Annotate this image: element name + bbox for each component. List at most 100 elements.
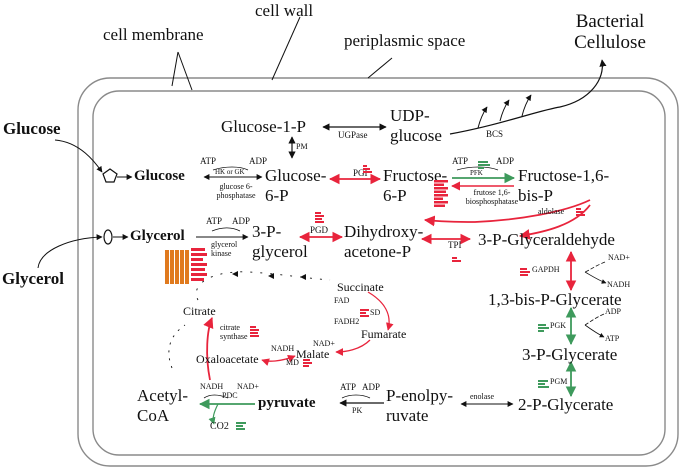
metabolite-dhap: Dihydroxy-acetone-P [344, 222, 424, 261]
enzyme-g6pase: glucose 6-phosphatase [216, 182, 256, 201]
enzyme-pdc: PDC [222, 391, 238, 400]
metabolite-2pg: 2-P-Glycerate [518, 395, 614, 414]
enzyme-citrate-synthase: citrate synthase [220, 323, 248, 342]
enzyme-ugpase: UGPase [338, 130, 368, 140]
metabolite-fructose-6p: Fructose-6-P [383, 166, 448, 205]
enzyme-pgd: PGD [310, 225, 329, 235]
glycerol-channel-icon [103, 229, 113, 245]
cofactor-nad: NAD+ [237, 382, 259, 391]
expression-bar-sd [360, 305, 369, 323]
expression-bar-aldolase [576, 204, 585, 222]
expression-bar-gapdh [520, 264, 530, 282]
metabolite-oxaloacetate: Oxaloacetate [196, 352, 259, 366]
metabolite-glucose-1p: Glucose-1-P [221, 117, 306, 136]
cofactor-adp: ADP [232, 216, 251, 226]
metabolite-glucose-6p: Glucose-6-P [265, 166, 327, 205]
cofactor-nad: NAD+ [608, 253, 630, 262]
tca-upper-arc [195, 271, 331, 301]
cell-wall-outline [77, 77, 679, 467]
cofactor-atp: ATP [200, 156, 217, 166]
enzyme-enolase: enolase [470, 392, 494, 401]
metabolite-udp-glucose: UDP-glucose [390, 106, 442, 145]
bacterial-cellulose-label: Bacterial Cellulose [574, 11, 646, 53]
membrane-pointer [171, 51, 179, 87]
metabolite-glycerol-3p: 3-P-glycerol [252, 222, 308, 261]
enzyme-pfk: PFK [470, 169, 483, 177]
enzyme-pk: PK [352, 406, 363, 415]
metabolite-fructose-16bp: Fructose-1,6-bis-P [518, 166, 610, 205]
metabolite-13bpg: 1,3-bis-P-Glycerate [488, 290, 622, 309]
enzyme-aldolase: aldolase [538, 207, 565, 216]
fumarase-arrow [335, 339, 371, 356]
cofactor-atp: ATP [452, 156, 469, 166]
enzyme-gapdh: GAPDH [532, 265, 560, 274]
expression-bar-citrate-synthase [250, 325, 259, 343]
cofactor-fad: FAD [334, 296, 350, 305]
cofactor-atp: ATP [206, 216, 223, 226]
metabolite-glucose: Glucose [134, 168, 185, 184]
enzyme-md: MD [286, 358, 299, 367]
membrane-pointer [177, 51, 193, 91]
metabolite-pep: P-enolpy-ruvate [386, 386, 454, 425]
cofactor-adp: ADP [362, 382, 381, 392]
enzyme-fbpase: frutose 1,6-biosphosphatase [465, 188, 519, 207]
expression-bar-md [303, 355, 312, 373]
expression-bar-pgm [538, 376, 549, 394]
expression-bar-glycerol-kinase [165, 248, 209, 289]
enzyme-bcs: BCS [486, 129, 504, 139]
metabolite-pyruvate: pyruvate [258, 395, 316, 411]
cofactor-nadh: NADH [271, 344, 295, 353]
cofactor-nadh: NADH [607, 280, 631, 289]
cell-membrane-label: cell membrane [103, 25, 204, 44]
expression-bar-pfk [478, 157, 490, 175]
metabolite-3pg: 3-P-Glycerate [522, 345, 618, 364]
expression-bar-tpi [452, 250, 461, 268]
metabolite-citrate: Citrate [183, 304, 216, 318]
citrate-synthase-arrow [203, 317, 214, 381]
cofactor-adp: ADP [496, 156, 515, 166]
enzyme-pm: PM [296, 142, 308, 151]
cell-membrane-outline [92, 90, 666, 456]
metabolite-co2: CO2 [210, 421, 229, 432]
aldolase-to-g3p [518, 204, 591, 240]
glycerol-outside-label: Glycerol [2, 269, 64, 288]
metabolite-fumarate: Fumarate [361, 327, 407, 341]
cofactor-atp: ATP [340, 382, 357, 392]
enzyme-pgi: PGI [353, 168, 368, 178]
glucose-outside-label: Glucose [3, 119, 61, 138]
md-arrow [261, 354, 296, 366]
expression-bar-pgk [538, 320, 549, 338]
glucose-uptake-arrow [54, 139, 103, 173]
enzyme-pgk: PGK [550, 321, 567, 330]
metabolite-succinate: Succinate [337, 280, 384, 294]
periplasm-pointer [367, 57, 393, 79]
cofactor-atp: ATP [605, 334, 620, 343]
expression-bar-pdc [236, 418, 246, 436]
expression-bar-pgd [315, 211, 324, 229]
expression-bar-pgi [363, 161, 372, 179]
enzyme-sd: SD [370, 308, 381, 317]
bcs-export-line [449, 106, 561, 135]
cofactor-fadh2: FADH2 [334, 317, 360, 326]
cell-wall-label: cell wall [255, 1, 314, 20]
metabolite-malate: Malate [296, 347, 330, 361]
periplasmic-space-label: periplasmic space [344, 31, 466, 50]
enzyme-glycerol-kinase: glycerol kinase [211, 240, 238, 259]
cofactor-nadh: NADH [200, 382, 224, 391]
enzyme-pgm: PGM [550, 377, 568, 386]
aldolase-to-dhap [423, 199, 591, 227]
cofactor-nad: NAD+ [313, 339, 335, 348]
glucose-transporter-icon [102, 168, 118, 183]
expression-bar-fbpase [434, 180, 448, 213]
glycerol-uptake-arrow [37, 234, 103, 269]
enzyme-hk-gk: HK or GK [215, 168, 245, 176]
sd-arrow [367, 291, 394, 331]
enzyme-tpi: TPI [448, 240, 462, 250]
metabolite-glycerol: Glycerol [130, 228, 185, 244]
cofactor-adp: ADP [249, 156, 268, 166]
metabolite-g3p: 3-P-Glyceraldehyde [478, 230, 615, 249]
wall-pointer [271, 16, 301, 81]
metabolite-acetyl-coa: Acetyl-CoA [137, 386, 188, 425]
